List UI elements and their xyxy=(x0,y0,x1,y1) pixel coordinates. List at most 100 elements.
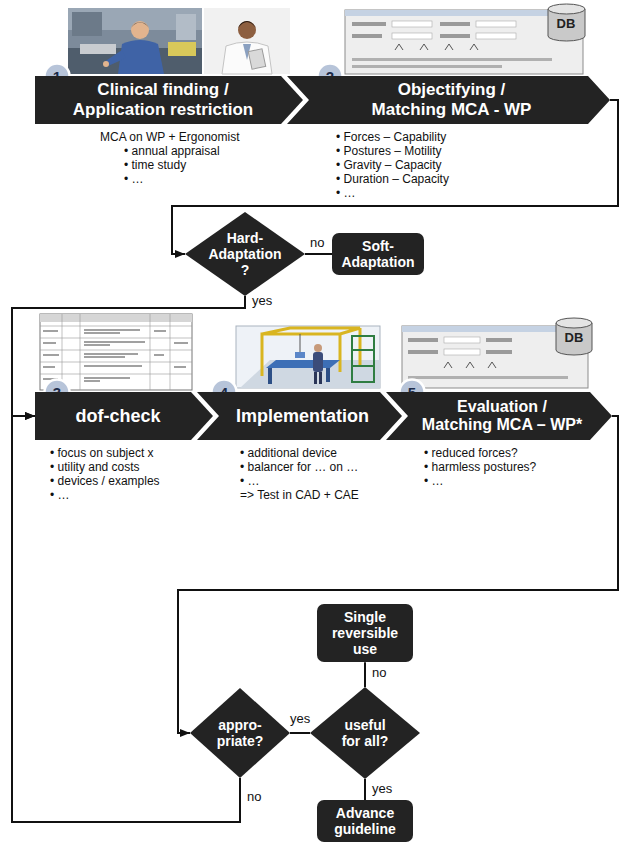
branch-label: yes xyxy=(251,294,273,308)
db-label: DB xyxy=(560,331,588,345)
process-arrow: Clinical finding / Application restricti… xyxy=(35,76,303,124)
worker-photo xyxy=(131,21,149,39)
software-screenshot xyxy=(476,21,516,27)
node-label: useful for all? xyxy=(336,717,394,749)
node-outline xyxy=(35,392,213,440)
node-label: Advance guideline xyxy=(323,805,407,837)
dof-table xyxy=(40,314,192,390)
ergonomist-photo xyxy=(238,21,256,28)
worker-photo xyxy=(80,44,116,54)
ergonomist-photo xyxy=(204,8,290,74)
process-arrow: Implementation xyxy=(197,392,402,440)
node-label: Soft-Adaptation xyxy=(338,238,418,270)
bullet-item: • balancer for … on … xyxy=(240,460,358,474)
ergonomist-photo xyxy=(222,42,272,74)
flow-connector xyxy=(178,416,618,733)
bullet-item: • reduced forces? xyxy=(424,446,518,460)
bullet-item: • … xyxy=(336,186,356,200)
bullet-item: • additional device xyxy=(240,446,337,460)
cad-workplace xyxy=(268,368,272,384)
bullet-item: • Postures – Motility xyxy=(336,144,442,158)
bullet-item: • … xyxy=(240,474,260,488)
decision-diamond: Hard-Adaptation ? xyxy=(185,212,305,296)
software-screenshot xyxy=(352,58,552,61)
worker-photo xyxy=(104,50,126,66)
terminal-box: Soft-Adaptation xyxy=(332,233,424,275)
flow-connector xyxy=(290,732,310,734)
cad-workplace xyxy=(352,350,374,366)
cad-workplace xyxy=(314,372,317,384)
process-arrow: Evaluation / Matching MCA – WP* xyxy=(386,392,612,440)
flow-connector xyxy=(305,253,332,255)
node-outline xyxy=(310,687,420,779)
node-label: dof-check xyxy=(75,406,160,427)
node-label: Clinical finding / Application restricti… xyxy=(61,80,266,119)
branch-label: no xyxy=(246,790,262,804)
bullet-item: • … xyxy=(124,172,144,186)
note-text: => Test in CAD + CAE xyxy=(240,488,359,502)
cad-workplace xyxy=(352,336,374,382)
worker-photo xyxy=(176,14,196,40)
software-screenshot xyxy=(345,10,583,74)
bullet-item: • focus on subject x xyxy=(50,446,154,460)
dof-table xyxy=(40,314,192,322)
flow-connector xyxy=(12,416,240,822)
note-text: MCA on WP + Ergonomist xyxy=(100,130,240,144)
worker-photo xyxy=(68,8,202,74)
cad-workplace xyxy=(313,352,323,372)
node-outline xyxy=(386,392,612,440)
worker-photo xyxy=(68,8,202,74)
software-screenshot xyxy=(476,33,516,39)
bullet-item: • Duration – Capacity xyxy=(336,172,449,186)
software-screenshot xyxy=(444,362,496,368)
software-screenshot xyxy=(352,22,386,26)
software-screenshot xyxy=(486,350,512,354)
cad-workplace xyxy=(236,326,380,388)
worker-photo xyxy=(168,42,196,56)
software-screenshot xyxy=(440,22,470,26)
node-outline xyxy=(197,392,402,440)
software-screenshot xyxy=(408,338,438,342)
worker-photo xyxy=(131,22,149,28)
bullet-item: • … xyxy=(50,488,70,502)
ergonomist-photo xyxy=(238,21,256,39)
software-screenshot xyxy=(486,338,512,342)
cad-workplace xyxy=(319,372,322,384)
database-icon xyxy=(548,4,585,14)
cad-workplace xyxy=(262,328,360,376)
bullet-item: • devices / examples xyxy=(50,474,160,488)
bullet-item: • … xyxy=(424,474,444,488)
cad-workplace xyxy=(236,326,380,388)
flow-connector xyxy=(364,779,366,800)
node-label: appro- priate? xyxy=(210,717,270,749)
ergonomist-photo xyxy=(248,49,265,70)
node-outline xyxy=(35,76,303,124)
bullet-item: • Forces – Capability xyxy=(336,130,446,144)
dof-table xyxy=(40,314,192,390)
software-screenshot xyxy=(392,33,432,39)
software-screenshot xyxy=(345,10,583,74)
branch-label: no xyxy=(371,666,387,680)
software-screenshot xyxy=(444,337,480,343)
software-screenshot xyxy=(392,21,432,27)
node-outline xyxy=(190,688,290,778)
worker-photo xyxy=(103,61,109,67)
db-label: DB xyxy=(552,17,580,31)
database-icon xyxy=(556,318,592,355)
database-icon xyxy=(548,4,585,41)
bullet-item: • utility and costs xyxy=(50,460,140,474)
worker-photo xyxy=(72,12,102,36)
cad-workplace xyxy=(295,352,305,358)
bullet-item: • time study xyxy=(124,158,186,172)
dof-table xyxy=(40,314,192,390)
software-screenshot xyxy=(395,44,478,50)
terminal-box: Advance guideline xyxy=(317,800,413,842)
software-screenshot xyxy=(352,65,502,68)
bullet-item: • Gravity – Capacity xyxy=(336,158,442,172)
software-screenshot xyxy=(440,34,470,38)
dof-table xyxy=(43,330,188,381)
software-screenshot xyxy=(408,376,568,379)
software-screenshot xyxy=(408,350,438,354)
